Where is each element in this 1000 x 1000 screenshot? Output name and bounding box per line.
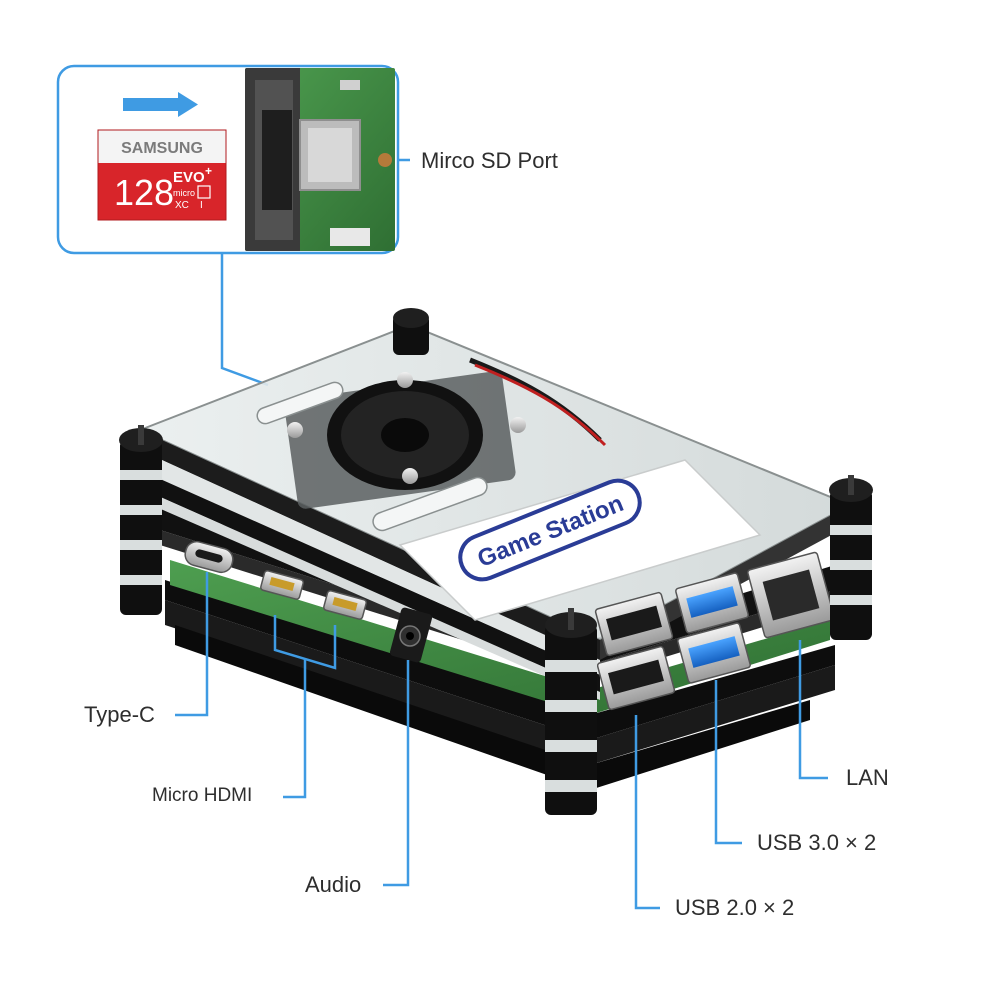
type-c-label: Type-C [84,702,155,727]
sd-inset-callout: SAMSUNG 128 EVO + micro XC I [56,64,400,255]
lan-port [747,551,835,639]
micro-hdmi-label: Micro HDMI [152,785,253,806]
corner-post-right [829,475,873,640]
card-micro-text: micro [173,188,195,198]
lan-label: LAN [846,765,889,790]
card-class-text: I [200,200,203,211]
audio-label: Audio [305,872,362,897]
corner-post-front [545,608,597,815]
audio-line [383,660,410,887]
raspberry-pi-case: Game Station [119,308,873,815]
cooling-fan [284,357,607,509]
micro-hdmi-port-1 [260,570,304,600]
sd-port-label: Mirco SD Port [421,148,558,173]
usb3-line [714,680,742,845]
type-c-port [184,540,234,574]
micro-hdmi-port-2 [323,590,367,620]
insert-arrow-icon [123,92,198,117]
usb2-label: USB 2.0 × 2 [675,895,795,920]
type-c-line [175,572,209,717]
usb3-label: USB 3.0 × 2 [757,830,877,855]
lan-line [798,640,828,780]
micro-sd-card: SAMSUNG 128 EVO + micro XC I [97,129,227,221]
usb2-ports [594,591,676,711]
card-brand-text: SAMSUNG [121,140,203,157]
sd-slot-closeup [245,68,395,251]
card-xc-text: XC [175,200,189,211]
usb2-line [634,715,660,910]
corner-post-left [119,425,163,615]
usb3-ports [675,572,751,684]
micro-hdmi-drop [283,658,307,799]
audio-jack [389,607,433,663]
callout-lines [175,158,828,910]
corner-post-back [393,308,429,355]
sd-callout-line [220,254,269,387]
card-series-text: EVO [173,169,205,186]
card-capacity-text: 128 [114,172,174,213]
card-series-plus-text: + [205,164,212,178]
